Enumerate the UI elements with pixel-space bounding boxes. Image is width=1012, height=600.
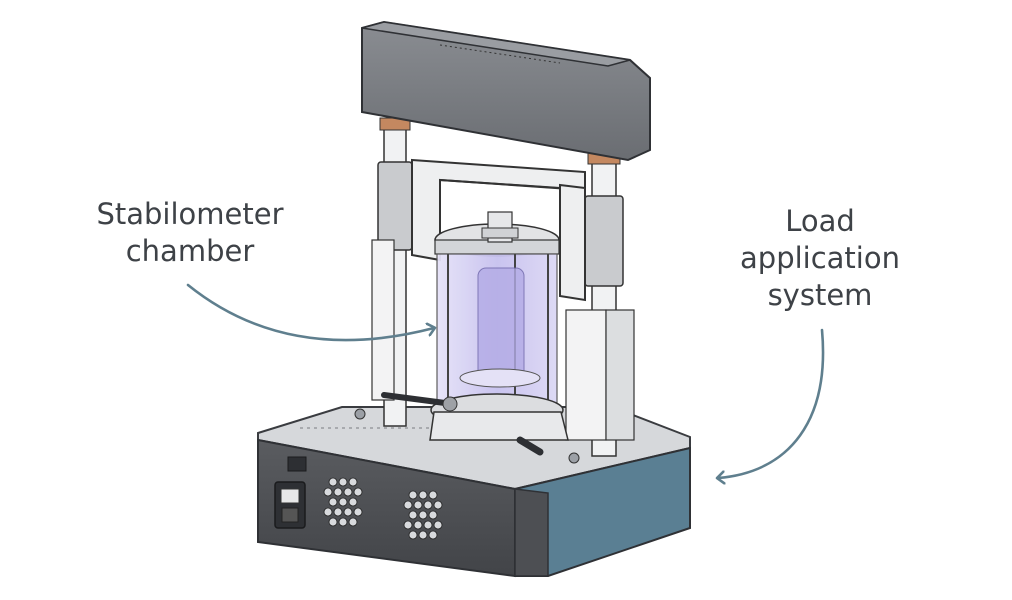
- vent-grille-icon: [323, 477, 443, 540]
- inner-frame: [411, 158, 586, 302]
- load-system-arrow: [718, 328, 825, 478]
- load-label-line2: application: [740, 241, 900, 275]
- power-inlet-icon: [274, 456, 307, 529]
- stabilometer-arrow: [186, 283, 434, 342]
- top-crossbar: [361, 20, 651, 162]
- load-application-system-label: Load application system: [720, 203, 920, 314]
- valve-handle: [381, 392, 544, 456]
- stabilometer-chamber-label: Stabilometer chamber: [80, 196, 300, 270]
- load-label-line1: Load: [785, 204, 855, 238]
- stabilometer-label-line2: chamber: [125, 234, 255, 268]
- load-label-line3: system: [767, 278, 873, 312]
- stabilometer-label-line1: Stabilometer: [96, 197, 284, 231]
- stabilometer-chamber: [429, 211, 569, 441]
